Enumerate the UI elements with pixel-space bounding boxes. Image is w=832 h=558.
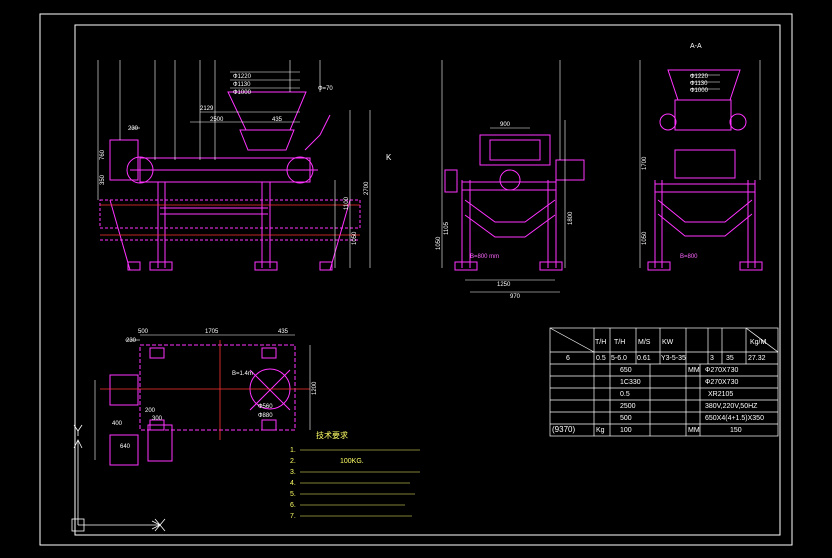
note-6: 6. xyxy=(290,502,296,509)
plan-view-text: 500 1705 435 230 200 300 400 640 1200 Ф5… xyxy=(112,329,318,450)
dim-435: 435 xyxy=(272,117,283,123)
r1-c3: 0.61 xyxy=(637,355,651,362)
plan-dim-d560: Ф560 xyxy=(258,404,273,410)
side-view-dim-text: 2129 2500 435 230 350 760 2700 1100 1050… xyxy=(100,74,392,245)
plan-dim-d880: Ф880 xyxy=(258,413,273,419)
side-view-centerlines xyxy=(100,204,360,236)
note-1: 1. xyxy=(290,447,296,454)
plan-dim-435: 435 xyxy=(278,329,289,335)
r2-c3: MM xyxy=(688,367,700,374)
dim-230: 230 xyxy=(128,126,139,132)
plan-view-centerlines xyxy=(100,340,310,440)
end-view-title: A-A xyxy=(690,43,702,50)
front-view xyxy=(444,134,585,271)
side-view-marker: K xyxy=(386,153,392,162)
end-dim-1700: 1700 xyxy=(642,156,648,170)
end-view-text: A-A Ф1220 Ф1130 Ф1000 1700 1050 B=800 xyxy=(642,43,709,260)
dim-760: 760 xyxy=(100,149,106,160)
outer-frame xyxy=(39,13,793,546)
dim-900: 900 xyxy=(500,122,511,128)
plan-dim-500: 500 xyxy=(138,329,149,335)
th-1: T/H xyxy=(595,339,606,346)
r7-c4: 650X4(4+1.5)X350 xyxy=(705,415,764,422)
note-weight: 100KG. xyxy=(340,458,364,465)
th-2: T/H xyxy=(614,339,625,346)
r7-c3: MM xyxy=(688,427,700,434)
r8-c4: 150 xyxy=(730,427,742,434)
r3-c4: Ф270X730 xyxy=(705,379,738,386)
end-dim-d1000: Ф1000 xyxy=(690,88,709,94)
note-3: 3. xyxy=(290,469,296,476)
plan-dim-230: 230 xyxy=(126,338,137,344)
dim-2500: 2500 xyxy=(210,117,224,123)
note-5: 5. xyxy=(290,491,296,498)
plan-dim-1705: 1705 xyxy=(205,329,219,335)
dim-2129: 2129 xyxy=(200,106,214,112)
plan-view-dimensions xyxy=(94,334,311,460)
th-4: KW xyxy=(662,339,674,346)
dim-2700: 2700 xyxy=(364,181,370,195)
ucs-icon xyxy=(71,424,166,532)
r1-c2: 5-6.0 xyxy=(611,355,627,362)
dim-1800: 1800 xyxy=(568,211,574,225)
r7-c1: Kg xyxy=(596,427,605,434)
plan-dim-1200: 1200 xyxy=(312,381,318,395)
dim-1050: 1050 xyxy=(352,231,358,245)
r1-c4: Y3-5-35 xyxy=(661,355,686,362)
plan-view-label: B=1.4m xyxy=(232,371,253,377)
r6-c2: 500 xyxy=(620,415,632,422)
r2-c4: Ф270X730 xyxy=(705,367,738,374)
side-view xyxy=(99,91,361,271)
plan-dim-640: 640 xyxy=(120,444,131,450)
r4-c2: 0.5 xyxy=(620,391,630,398)
r1-c1: 0.5 xyxy=(596,355,606,362)
technical-notes: 技术要求 1. 2. 100KG. 3. 4. 5. 6. 7. xyxy=(290,430,420,520)
th-3: M/S xyxy=(638,339,651,346)
note-2: 2. xyxy=(290,458,296,465)
r3-c2: 1C330 xyxy=(620,379,641,386)
dim-1250: 1250 xyxy=(497,282,511,288)
dim-d1000: Ф1000 xyxy=(233,90,252,96)
th-6: Kg/M xyxy=(750,339,767,346)
r7-c2: 100 xyxy=(620,427,632,434)
dim-d70: Ф=70 xyxy=(318,86,333,92)
front-view-dim-text: 1250 900 970 1800 1105 1050 B=800 mm xyxy=(436,122,574,300)
side-view-dimensions xyxy=(97,60,371,268)
dim-350: 350 xyxy=(100,174,106,185)
inner-frame xyxy=(74,24,781,536)
front-view-note: B=800 mm xyxy=(470,254,499,260)
plan-view xyxy=(109,344,296,466)
note-4: 4. xyxy=(290,480,296,487)
end-view xyxy=(647,69,763,271)
spec-table xyxy=(549,327,779,437)
dim-970: 970 xyxy=(510,294,521,300)
end-view-note: B=800 xyxy=(680,254,698,260)
spec-table-text: T/H T/H M/S KW Kg/M 6 0.5 5-6.0 0.61 Y3-… xyxy=(552,339,767,434)
dim-d1130: Ф1130 xyxy=(233,82,251,88)
dim-1100: 1100 xyxy=(344,196,350,210)
end-dim-d1130: Ф1130 xyxy=(690,81,708,87)
r1-c0: 6 xyxy=(566,355,570,362)
note-7: 7. xyxy=(290,513,296,520)
end-dim-1050: 1050 xyxy=(642,231,648,245)
end-dim-d1220: Ф1220 xyxy=(690,74,709,80)
r2-c2: 650 xyxy=(620,367,632,374)
r7-c0: (9370) xyxy=(552,425,575,434)
plan-dim-200: 200 xyxy=(145,408,156,414)
r5-c4: XR2105 xyxy=(708,391,733,398)
front-view-dimensions xyxy=(441,60,566,293)
r6-c4: 380V,220V,50HZ xyxy=(705,403,758,410)
dim-1050-front: 1050 xyxy=(436,236,442,250)
notes-title: 技术要求 xyxy=(316,430,348,440)
dim-1105: 1105 xyxy=(444,221,450,235)
plan-dim-300: 300 xyxy=(152,416,163,422)
end-view-dimensions xyxy=(639,60,761,268)
r5-c2: 2500 xyxy=(620,403,636,410)
r1-c6: 35 xyxy=(726,355,734,362)
plan-dim-400: 400 xyxy=(112,421,123,427)
dim-d1220: Ф1220 xyxy=(233,74,252,80)
r1-c7: 27.32 xyxy=(748,355,766,362)
r1-c5: 3 xyxy=(710,355,714,362)
